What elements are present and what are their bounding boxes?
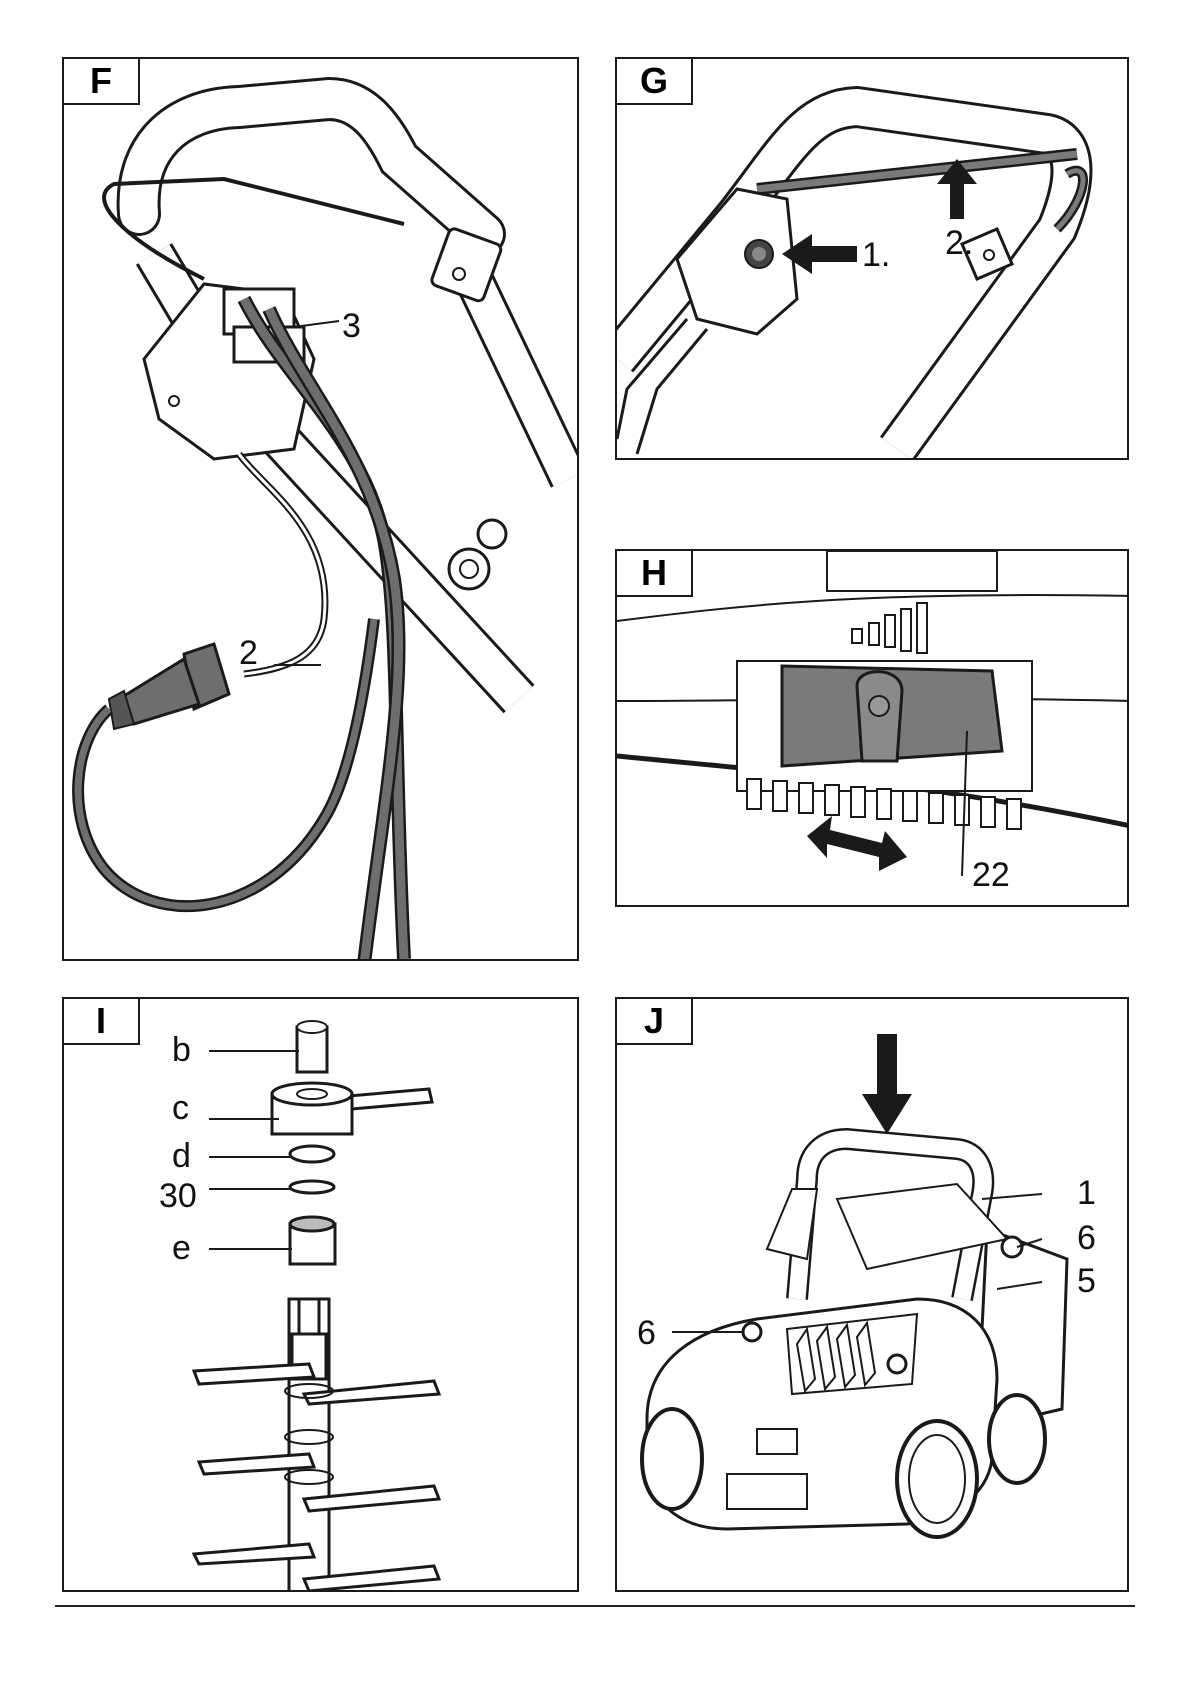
panel-g-illustration: 1. 2. bbox=[617, 59, 1129, 460]
callout-j-6-right: 6 bbox=[1077, 1219, 1096, 1257]
callout-i-b: b bbox=[172, 1031, 191, 1069]
panel-i: I bbox=[62, 997, 579, 1592]
callout-f-2: 2 bbox=[239, 634, 258, 672]
callout-j-5: 5 bbox=[1077, 1262, 1096, 1300]
panel-j: J 1 6 5 bbox=[615, 997, 1129, 1592]
panel-g: G 1. 2. bbox=[615, 57, 1129, 460]
panel-j-illustration: 1 6 5 6 bbox=[617, 999, 1129, 1592]
callout-i-c: c bbox=[172, 1089, 189, 1127]
panel-f-illustration: 3 2 bbox=[64, 59, 579, 961]
panel-i-illustration: b c d 30 e bbox=[64, 999, 579, 1592]
footer-rule bbox=[55, 1605, 1135, 1607]
callout-f-3: 3 bbox=[342, 307, 361, 345]
callout-j-6-left: 6 bbox=[637, 1314, 656, 1352]
panel-f: F bbox=[62, 57, 579, 961]
panel-h-illustration: 22 bbox=[617, 551, 1129, 907]
callout-i-e: e bbox=[172, 1229, 191, 1267]
callout-g-1: 1. bbox=[862, 236, 890, 274]
arrow-down-icon bbox=[862, 1034, 912, 1134]
callout-g-2: 2. bbox=[945, 224, 973, 262]
double-arrow-icon bbox=[807, 816, 907, 871]
callout-h-22: 22 bbox=[972, 856, 1010, 894]
callout-j-1: 1 bbox=[1077, 1174, 1096, 1212]
callout-i-d: d bbox=[172, 1137, 191, 1175]
callout-i-30: 30 bbox=[159, 1177, 197, 1215]
panel-h: H 22 bbox=[615, 549, 1129, 907]
